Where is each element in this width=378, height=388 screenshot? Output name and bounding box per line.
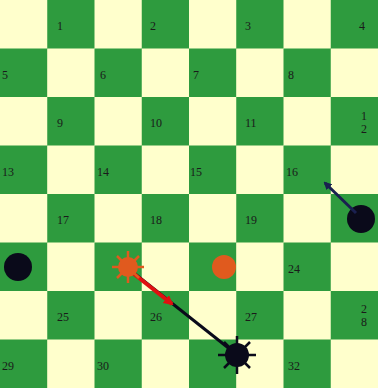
- board-square: [331, 146, 378, 195]
- board-square: [189, 49, 237, 98]
- board-square: [95, 146, 143, 195]
- square-number: 16: [286, 166, 298, 179]
- board-square: [236, 146, 284, 195]
- jump-line: [130, 270, 236, 354]
- square-number: 12: [361, 110, 368, 136]
- square-number: 1: [57, 20, 63, 33]
- black-star-piece: [218, 336, 256, 374]
- board-square: [284, 49, 332, 98]
- board-square: [142, 340, 190, 388]
- board-square: [47, 0, 95, 49]
- square-number: 32: [288, 360, 300, 373]
- board-square: [0, 243, 48, 292]
- square-number: 30: [97, 360, 109, 373]
- square-number: 18: [150, 214, 162, 227]
- board-square: [331, 97, 378, 146]
- board-square: [95, 97, 143, 146]
- board-square: [236, 291, 284, 340]
- square-number: 14: [97, 166, 109, 179]
- board-square: [95, 291, 143, 340]
- board-square: [236, 97, 284, 146]
- square-number: 25: [57, 311, 69, 324]
- square-number: 28: [361, 303, 368, 329]
- square-number: 3: [245, 20, 251, 33]
- board-square: [284, 0, 332, 49]
- board-square: [284, 97, 332, 146]
- board-square: [95, 194, 143, 243]
- board-square: [47, 340, 95, 388]
- board-square: [142, 0, 190, 49]
- board-square: [331, 194, 378, 243]
- board-square: [95, 0, 143, 49]
- board-square: [47, 194, 95, 243]
- square-number: 13: [2, 166, 14, 179]
- board-square: [331, 0, 378, 49]
- board-square: [142, 49, 190, 98]
- square-number: 11: [245, 117, 257, 130]
- square-number: 15: [190, 166, 202, 179]
- board-square: [0, 0, 48, 49]
- board-square: [331, 291, 378, 340]
- board-square: [236, 0, 284, 49]
- board-square: [47, 146, 95, 195]
- board-square: [284, 340, 332, 388]
- board-square: [0, 97, 48, 146]
- orange-star-piece: [112, 251, 144, 283]
- board-square: [236, 49, 284, 98]
- red-arrow: [134, 274, 172, 304]
- square-number: 10: [150, 117, 162, 130]
- board-square: [0, 194, 48, 243]
- board-square: [0, 291, 48, 340]
- board-square: [284, 291, 332, 340]
- board-square: [189, 243, 237, 292]
- board-square: [236, 243, 284, 292]
- board-square: [95, 243, 143, 292]
- board-square: [47, 49, 95, 98]
- board-square: [189, 0, 237, 49]
- square-number: 29: [2, 360, 14, 373]
- board-square: [142, 194, 190, 243]
- board-square: [47, 291, 95, 340]
- board-square: [189, 97, 237, 146]
- board-square: [189, 194, 237, 243]
- square-number: 5: [2, 69, 8, 82]
- square-number: 7: [193, 69, 199, 82]
- board-square: [47, 97, 95, 146]
- square-number: 27: [245, 311, 257, 324]
- board-square: [0, 340, 48, 388]
- board-square: [142, 97, 190, 146]
- square-number: 8: [288, 69, 294, 82]
- board-square: [47, 243, 95, 292]
- board-square: [284, 243, 332, 292]
- board-square: [0, 146, 48, 195]
- square-number: 24: [288, 263, 300, 276]
- board-square: [236, 194, 284, 243]
- board-square: [331, 340, 378, 388]
- board-square: [95, 340, 143, 388]
- board-square: [331, 49, 378, 98]
- board-square: [95, 49, 143, 98]
- move-arrow: [325, 183, 356, 213]
- square-number: 9: [57, 117, 63, 130]
- board-square: [189, 291, 237, 340]
- board-square: [331, 243, 378, 292]
- square-number: 19: [245, 214, 257, 227]
- black-piece: [4, 253, 32, 281]
- orange-piece: [212, 255, 236, 279]
- board-square: [284, 146, 332, 195]
- board-square: [189, 146, 237, 195]
- square-number: 4: [359, 20, 365, 33]
- square-number: 2: [150, 20, 156, 33]
- board-square: [284, 194, 332, 243]
- board-square: [142, 146, 190, 195]
- square-number: 17: [57, 214, 69, 227]
- board-square: [0, 49, 48, 98]
- square-number: 6: [100, 69, 106, 82]
- square-number: 26: [150, 311, 162, 324]
